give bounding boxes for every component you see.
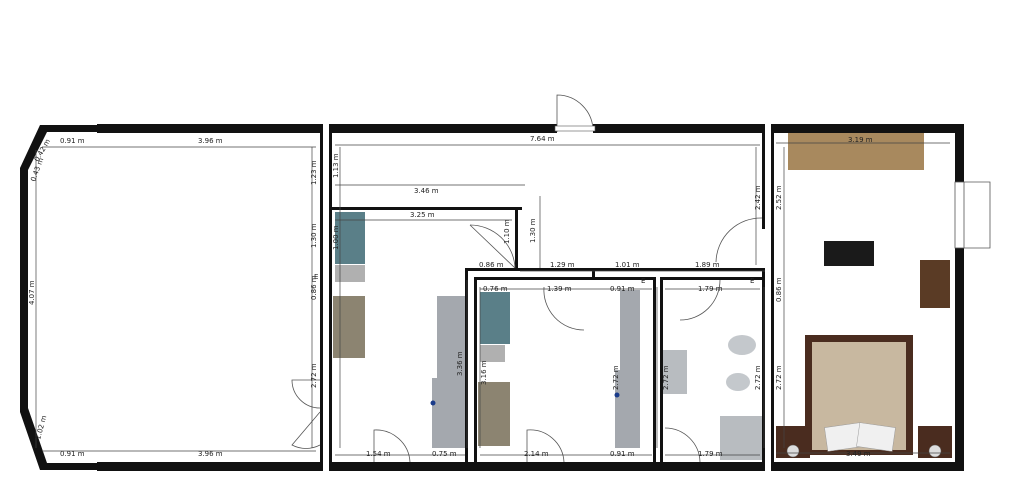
dimension-labels: 0.91 m 3.96 m 0.42 m 0.43 m 4.07 m 0.91 … — [28, 135, 873, 458]
dim-label: 2.52 m — [775, 185, 783, 210]
wardrobe — [788, 133, 924, 170]
sink — [663, 350, 687, 394]
dim-label: 1.79 m — [698, 450, 723, 458]
dimension-lines — [35, 142, 950, 456]
toilet — [726, 373, 750, 391]
furniture — [333, 133, 952, 460]
dim-label: 3.46 m — [414, 187, 439, 195]
cabinet-olive-1 — [333, 296, 365, 358]
dim-label: 0.76 m — [483, 285, 508, 293]
dim-label: E — [641, 277, 645, 285]
dim-label: 3.96 m — [198, 450, 223, 458]
dim-label: 0.75 m — [432, 450, 457, 458]
dim-label: 1.30 m — [529, 218, 537, 243]
outer-walls — [20, 124, 964, 471]
dim-label: 4.07 m — [28, 280, 36, 305]
cabinet-olive-2 — [478, 382, 510, 446]
dim-label: 3.19 m — [848, 136, 873, 144]
dim-label: 1.13 m — [332, 153, 340, 178]
interior-walls — [320, 124, 774, 471]
dim-label: 0.91 m — [60, 450, 85, 458]
shower — [720, 416, 762, 460]
dim-label: 1.10 m — [503, 219, 511, 244]
dim-label: 1.01 m — [615, 261, 640, 269]
dim-label: 0.86 m — [479, 261, 504, 269]
dim-label: 1.30 m — [310, 223, 318, 248]
dim-label: 0.91 m — [60, 137, 85, 145]
dim-label: 3.36 m — [456, 351, 464, 376]
dim-label: 2.42 m — [754, 185, 762, 210]
dim-label: 1.29 m — [550, 261, 575, 269]
tv — [824, 241, 874, 266]
dim-label: 1.23 m — [310, 160, 318, 185]
dim-label: 1.39 m — [547, 285, 572, 293]
dim-label: 2.14 m — [524, 450, 549, 458]
dim-label: 1.79 m — [698, 285, 723, 293]
dim-label: 3.25 m — [410, 211, 435, 219]
dim-label: E — [314, 273, 318, 281]
dim-label: 2.72 m — [754, 365, 762, 390]
dim-label: E — [750, 277, 754, 285]
dim-label: 0.91 m — [610, 285, 635, 293]
dim-label: 2.72 m — [612, 365, 620, 390]
dim-label: 3.49 m — [846, 450, 871, 458]
dim-label: 2.72 m — [662, 365, 670, 390]
dim-label: 2.72 m — [775, 365, 783, 390]
dim-label: 0.86 m — [310, 275, 318, 300]
dim-label: 1.54 m — [366, 450, 391, 458]
dim-label: 7.64 m — [530, 135, 555, 143]
dim-label: 2.72 m — [310, 363, 318, 388]
dim-label: 1.00 m — [332, 225, 340, 250]
dim-label: 0.86 m — [775, 277, 783, 302]
desk — [920, 260, 950, 308]
cabinet-teal-2 — [480, 292, 510, 344]
dim-label: 3.96 m — [198, 137, 223, 145]
dim-label: 0.91 m — [610, 450, 635, 458]
dim-label: 3.16 m — [480, 360, 488, 385]
dim-label: 1.89 m — [695, 261, 720, 269]
